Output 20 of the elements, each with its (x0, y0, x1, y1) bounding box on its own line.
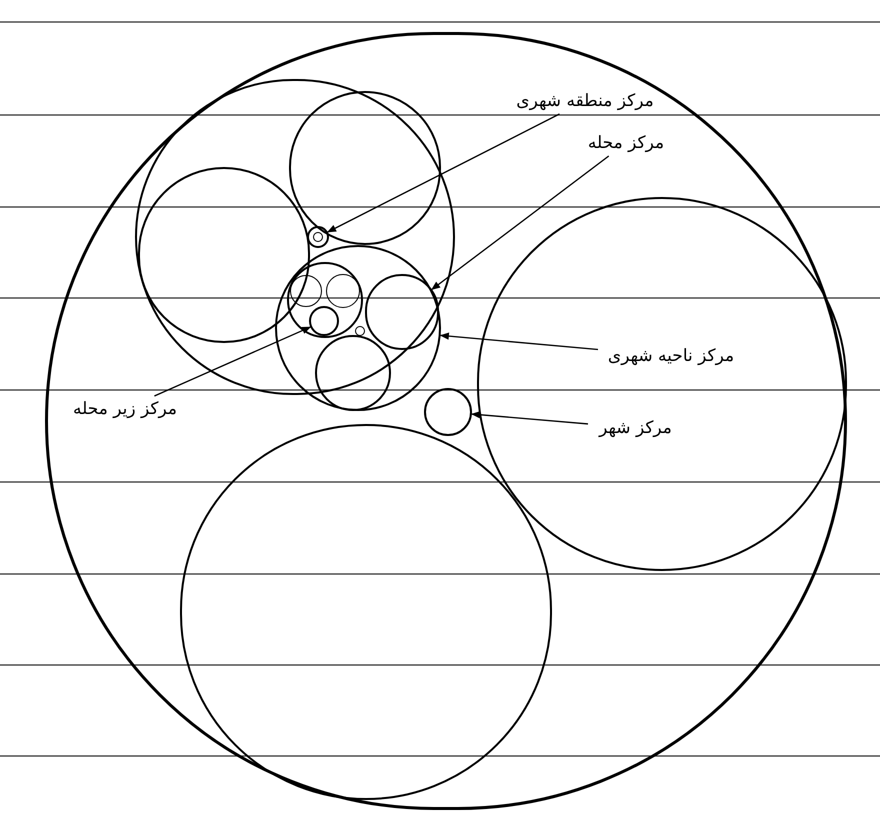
circle-outline (315, 335, 391, 411)
circle-outline (287, 262, 363, 338)
leader-arrow (440, 332, 598, 350)
leader-arrow (327, 113, 560, 233)
circle-outline (365, 274, 439, 350)
circle-outline (424, 388, 472, 436)
circle-outline (275, 245, 441, 411)
circle-outline (138, 167, 310, 343)
circle-outline (309, 306, 339, 336)
circle-outline (290, 275, 322, 307)
leader-arrow (471, 411, 588, 425)
leader-arrow (431, 155, 610, 290)
circle-outline (326, 274, 360, 308)
circle-outline (355, 326, 365, 336)
circle-outline (45, 32, 847, 810)
circle-outline (180, 424, 552, 800)
leader-arrow (154, 326, 312, 397)
circle-outline (307, 226, 329, 248)
circle-outline (289, 91, 441, 245)
circle-outline (477, 197, 847, 571)
